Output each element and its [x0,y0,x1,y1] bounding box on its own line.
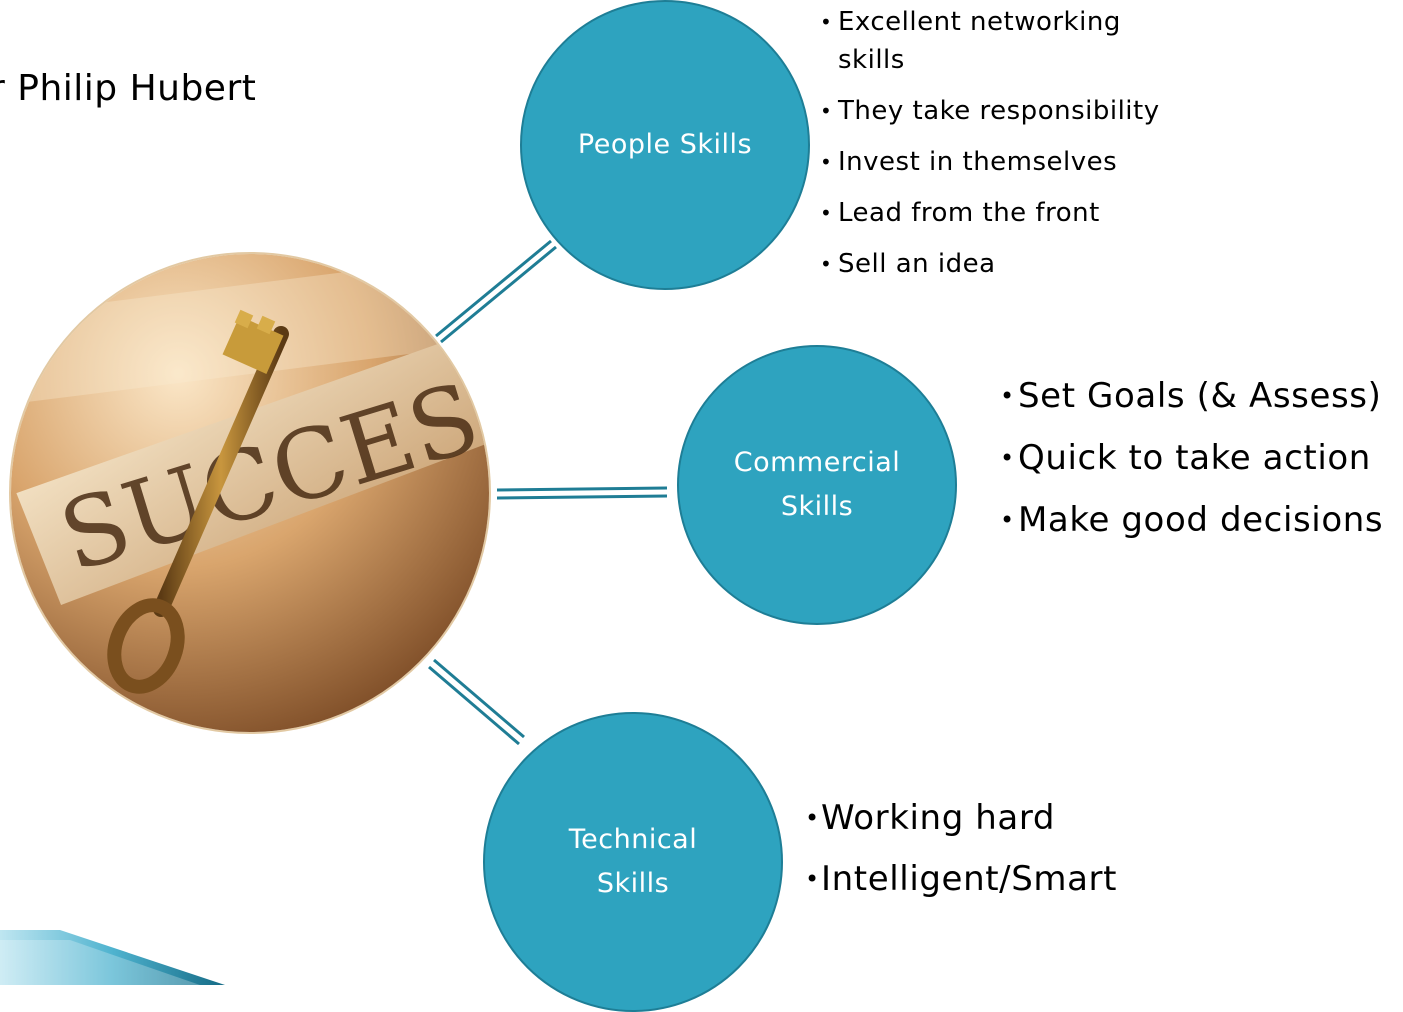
list-item-text: Make good decisions [1018,500,1384,540]
list-item: Excellent networking skills [820,3,1178,79]
connector-lines [428,239,668,746]
list-item: Make good decisions [1000,499,1383,541]
connector-people-a [435,239,552,338]
list-item: Invest in themselves [820,143,1178,181]
connector-technical-a [428,665,520,746]
list-item-text: Intelligent/Smart [821,859,1118,899]
list-item-text: Excellent networking skills [838,7,1121,75]
connector-commercial-b [496,494,668,500]
list-item: Intelligent/Smart [805,858,1117,900]
people-skills-list: Excellent networking skills They take re… [820,3,1178,296]
list-item-text: Invest in themselves [838,147,1118,177]
key-icon [107,309,289,694]
commercial-skills-node: Commercial Skills [677,345,957,625]
commercial-skills-label: Commercial Skills [733,447,901,522]
technical-skills-node: Technical Skills [483,712,783,1012]
connector-commercial-a [496,486,668,492]
list-item: Set Goals (& Assess) [1000,375,1383,417]
list-item: Working hard [805,797,1117,839]
commercial-skills-list: Set Goals (& Assess) Quick to take actio… [1000,375,1383,561]
list-item: Sell an idea [820,245,1178,283]
people-skills-node: People Skills [520,0,810,290]
list-item-text: Set Goals (& Assess) [1018,376,1382,416]
list-item-text: Sell an idea [838,249,996,279]
list-item-text: Lead from the front [838,198,1100,228]
success-key-photo: SUCCESS [11,254,489,732]
technical-skills-list: Working hard Intelligent/Smart [805,797,1117,919]
people-skills-label: People Skills [577,129,753,160]
technical-skills-label: Technical Skills [568,824,698,899]
decorative-arrow-shape [0,930,225,985]
list-item-text: Working hard [821,798,1056,838]
list-item: Lead from the front [820,194,1178,232]
slide-title: r Philip Hubert [0,68,257,109]
connector-people-b [440,245,557,344]
list-item: They take responsibility [820,92,1178,130]
list-item-text: Quick to take action [1018,438,1371,478]
list-item-text: They take responsibility [838,96,1160,126]
list-item: Quick to take action [1000,437,1383,479]
connector-technical-b [433,658,525,739]
